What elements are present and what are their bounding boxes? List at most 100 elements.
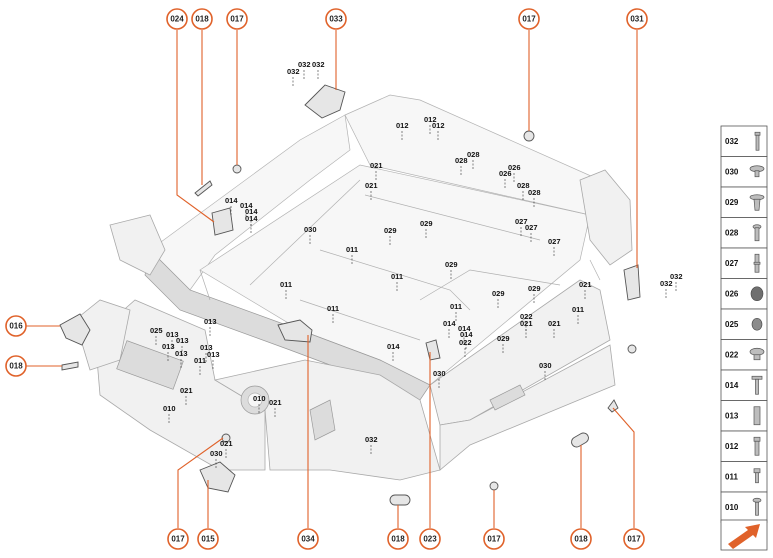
part-label: 021 — [180, 386, 193, 395]
part-label: 021 — [269, 398, 282, 407]
callout-017-bottom-2[interactable]: 017 — [483, 528, 505, 550]
part-label: 026 — [508, 163, 521, 172]
part-label: 012 — [432, 121, 445, 130]
part-label: 022 — [520, 312, 533, 321]
part-label: 027 — [525, 223, 538, 232]
part-label: 021 — [365, 181, 378, 190]
legend-row-011: 011 — [720, 461, 768, 493]
part-016-mount — [59, 313, 91, 346]
callout-033[interactable]: 033 — [325, 8, 347, 30]
legend-code: 012 — [725, 442, 739, 451]
part-label: 030 — [539, 361, 552, 370]
part-label: 014 — [458, 324, 471, 333]
part-label: 021 — [548, 319, 561, 328]
callout-017-top-left[interactable]: 017 — [226, 8, 248, 30]
legend-row-027: 027 — [720, 247, 768, 279]
part-label: 014 — [245, 214, 258, 223]
part-017-plug-bottom — [489, 481, 499, 491]
part-label: 014 — [245, 207, 258, 216]
callout-018-left[interactable]: 018 — [5, 355, 27, 377]
part-018-pad-bottom — [389, 494, 411, 506]
svg-text:015: 015 — [201, 535, 215, 544]
svg-text:023: 023 — [423, 535, 437, 544]
part-label: 026 — [499, 169, 512, 178]
chassis-structure — [74, 94, 633, 481]
part-label: 032 — [312, 60, 325, 69]
callout-017-top-right[interactable]: 017 — [518, 8, 540, 30]
part-label: 011 — [391, 272, 403, 281]
part-label: 014 — [387, 342, 400, 351]
part-017-plug-left — [221, 433, 231, 443]
legend-code: 022 — [725, 350, 739, 359]
push-rivet-icon — [752, 224, 762, 242]
part-label: 021 — [370, 161, 383, 170]
svg-text:017: 017 — [487, 535, 501, 544]
part-label: 011 — [346, 245, 358, 254]
svg-text:018: 018 — [9, 362, 23, 371]
long-bolt-icon — [754, 131, 761, 151]
part-label: 013 — [166, 330, 179, 339]
leader-lines — [24, 30, 638, 528]
part-label: 028 — [517, 181, 530, 190]
part-label: 012 — [396, 121, 409, 130]
legend-row-014: 014 — [720, 369, 768, 401]
part-label: 029 — [384, 226, 397, 235]
legend-row-032: 032 — [720, 125, 768, 157]
callout-016[interactable]: 016 — [5, 315, 27, 337]
svg-text:018: 018 — [574, 535, 588, 544]
callout-018-top[interactable]: 018 — [191, 8, 213, 30]
callout-034[interactable]: 034 — [297, 528, 319, 550]
flange-bolt-icon — [751, 375, 763, 395]
callout-023[interactable]: 023 — [419, 528, 441, 550]
part-label: 029 — [420, 219, 433, 228]
sleeve-icon — [753, 406, 761, 426]
legend-row-029: 029 — [720, 186, 768, 218]
part-label: 014 — [443, 319, 456, 328]
part-label: 021 — [220, 439, 233, 448]
legend-row-028: 028 — [720, 217, 768, 249]
part-label: 028 — [528, 188, 541, 197]
part-label: 022 — [459, 338, 472, 347]
legend-code: 025 — [725, 320, 739, 329]
next-page-arrow[interactable] — [720, 519, 768, 551]
part-label: 032 — [298, 60, 311, 69]
legend-code: 026 — [725, 289, 739, 298]
stud-icon — [753, 253, 761, 273]
part-label: 011 — [194, 356, 206, 365]
legend-code: 029 — [725, 198, 739, 207]
part-018-strip-left — [61, 361, 79, 371]
callout-024[interactable]: 024 — [166, 8, 188, 30]
part-label: 013 — [176, 336, 189, 345]
svg-text:017: 017 — [627, 535, 641, 544]
callout-015[interactable]: 015 — [197, 528, 219, 550]
part-label: 011 — [572, 305, 584, 314]
callout-018-bottom-2[interactable]: 018 — [570, 528, 592, 550]
part-label: 029 — [497, 334, 510, 343]
part-label: 014 — [460, 330, 473, 339]
part-label: 030 — [210, 449, 223, 458]
cap-clip-icon — [749, 347, 765, 361]
part-034-cover — [277, 319, 313, 343]
part-label: 011 — [280, 280, 292, 289]
part-label: 028 — [467, 150, 480, 159]
part-label: 029 — [445, 260, 458, 269]
callout-018-bottom-1[interactable]: 018 — [387, 528, 409, 550]
legend-row-030: 030 — [720, 156, 768, 188]
part-label: 012 — [424, 115, 437, 124]
part-label: 032 — [287, 67, 300, 76]
svg-text:017: 017 — [230, 15, 244, 24]
svg-text:034: 034 — [301, 535, 315, 544]
callout-031[interactable]: 031 — [626, 8, 648, 30]
part-024-bracket — [211, 207, 234, 236]
part-label: 028 — [455, 156, 468, 165]
screw-icon — [752, 497, 762, 516]
legend-row-013: 013 — [720, 400, 768, 432]
part-018-strip-top — [194, 180, 213, 197]
callout-017-bottom-3[interactable]: 017 — [623, 528, 645, 550]
legend-row-010: 010 — [720, 491, 768, 523]
callout-017-bottom-1[interactable]: 017 — [167, 528, 189, 550]
part-label: 029 — [528, 284, 541, 293]
svg-text:033: 033 — [329, 15, 343, 24]
tree-clip-icon — [749, 194, 765, 211]
